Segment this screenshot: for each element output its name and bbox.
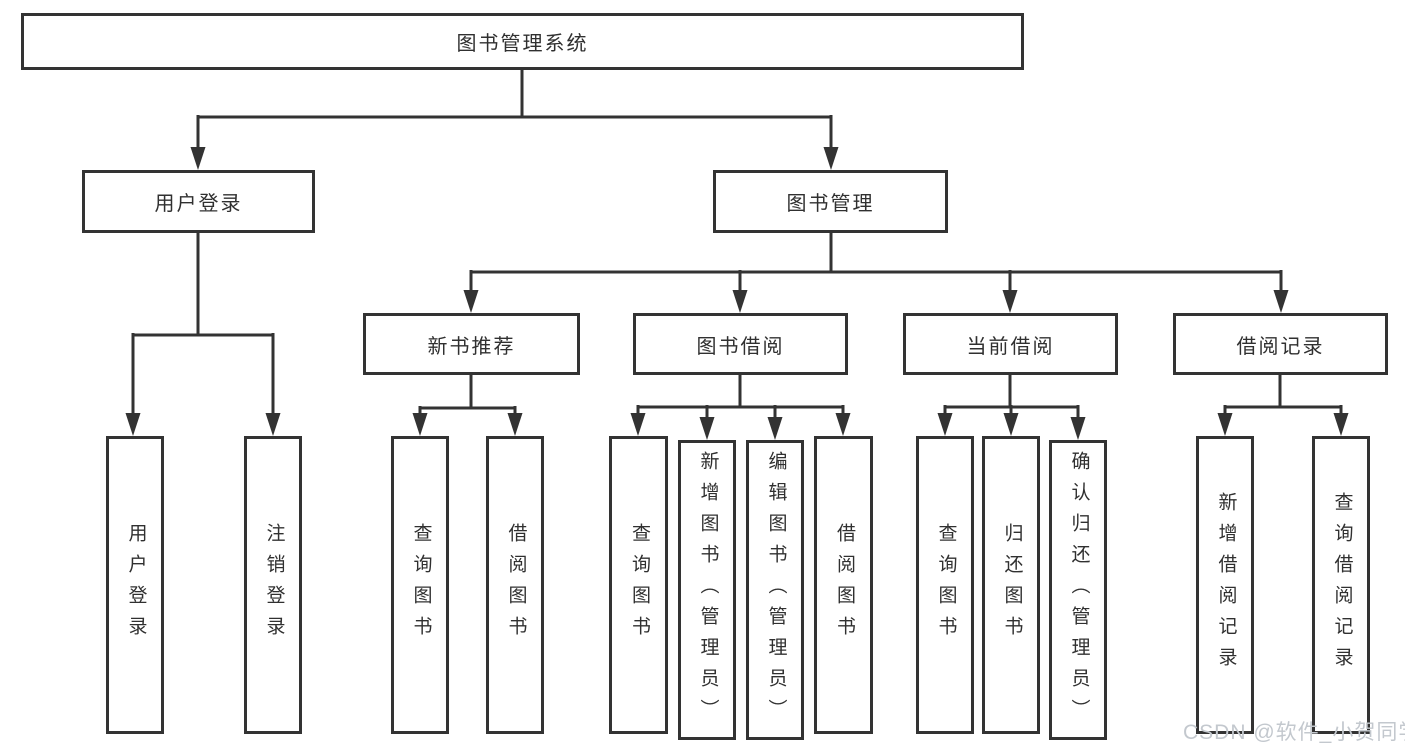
node-current-borrow-label: 当前借阅 <box>966 335 1055 358</box>
leaf-return-book: 归还图书 <box>982 436 1040 734</box>
leaf-current-query-book: 查询图书 <box>916 436 974 734</box>
csdn-watermark: CSDN @软件_小贺同学 <box>1183 721 1405 744</box>
leaf-borrow-book: 借阅图书 <box>814 436 873 734</box>
leaf-recommend-borrow-book: 借阅图书 <box>486 436 544 734</box>
leaf-query-borrow-record: 查询借阅记录 <box>1312 436 1370 734</box>
node-book-management: 图书管理 <box>713 170 948 233</box>
node-new-book-recommend-label: 新书推荐 <box>427 335 516 358</box>
leaf-return-book-label: 归还图书 <box>1001 523 1023 647</box>
node-current-borrow: 当前借阅 <box>903 313 1118 375</box>
leaf-borrow-query-book-label: 查询图书 <box>628 523 650 647</box>
node-user-login: 用户登录 <box>82 170 315 233</box>
node-user-login-label: 用户登录 <box>154 193 243 215</box>
node-new-book-recommend: 新书推荐 <box>363 313 580 375</box>
node-borrow-records-label: 借阅记录 <box>1236 335 1325 358</box>
leaf-edit-book-admin: 编辑图书（管理员） <box>746 440 804 740</box>
leaf-user-login-label: 用户登录 <box>125 523 147 647</box>
node-root-label: 图书管理系统 <box>456 33 589 55</box>
leaf-borrow-book-label: 借阅图书 <box>833 523 855 647</box>
leaf-confirm-return-admin-label: 确认归还（管理员） <box>1068 450 1090 730</box>
leaf-recommend-borrow-book-label: 借阅图书 <box>505 523 527 647</box>
node-book-borrow-label: 图书借阅 <box>696 335 785 358</box>
node-root: 图书管理系统 <box>21 13 1024 70</box>
leaf-logout: 注销登录 <box>244 436 302 734</box>
node-book-borrow: 图书借阅 <box>633 313 848 375</box>
leaf-add-book-admin: 新增图书（管理员） <box>678 440 736 740</box>
leaf-current-query-book-label: 查询图书 <box>935 523 957 647</box>
node-book-management-label: 图书管理 <box>786 193 875 215</box>
leaf-borrow-query-book: 查询图书 <box>609 436 668 734</box>
leaf-recommend-query-book: 查询图书 <box>391 436 449 734</box>
leaf-edit-book-admin-label: 编辑图书（管理员） <box>765 450 787 730</box>
leaf-add-book-admin-label: 新增图书（管理员） <box>697 450 719 730</box>
leaf-confirm-return-admin: 确认归还（管理员） <box>1049 440 1107 740</box>
node-borrow-records: 借阅记录 <box>1173 313 1388 375</box>
leaf-query-borrow-record-label: 查询借阅记录 <box>1331 492 1353 678</box>
leaf-add-borrow-record-label: 新增借阅记录 <box>1215 492 1237 678</box>
leaf-recommend-query-book-label: 查询图书 <box>410 523 432 647</box>
leaf-logout-label: 注销登录 <box>263 523 285 647</box>
arrowhead-icons <box>125 147 1349 440</box>
leaf-add-borrow-record: 新增借阅记录 <box>1196 436 1254 734</box>
leaf-user-login: 用户登录 <box>106 436 164 734</box>
